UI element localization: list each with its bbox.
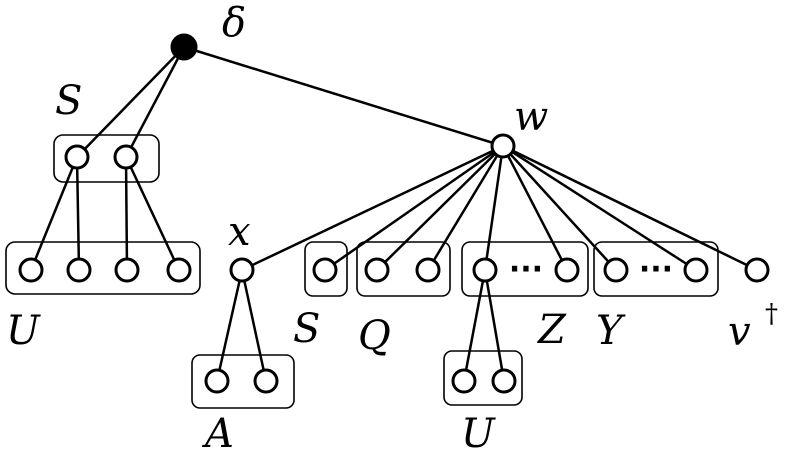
node-v [744,257,770,283]
node-q-2 [415,257,441,283]
label-v-dagger: † [765,299,778,329]
node-u-bottom-1 [451,368,477,394]
group-box-a [191,354,295,409]
group-box-u-bottom [443,350,523,406]
node-a-1 [204,368,230,394]
label-s-top: S [55,78,82,124]
label-delta: δ [222,0,246,46]
group-box-s-top [53,134,160,183]
label-v: v [728,309,751,355]
label-a: A [201,411,234,453]
node-q-1 [364,257,390,283]
node-u-bottom-2 [491,368,517,394]
label-w: w [514,94,548,140]
node-z-1 [472,257,498,283]
label-y: Y [596,308,626,354]
label-q: Q [358,313,391,359]
root-node-delta [170,33,198,61]
edges-s-to-u [29,156,181,271]
node-s-1 [64,144,90,170]
node-s-mid [312,257,338,283]
label-x: x [228,209,251,255]
edges-x-to-a [215,269,268,382]
node-x [229,257,255,283]
label-z: Z [536,307,567,353]
group-box-y [593,241,719,297]
node-s-2 [113,144,139,170]
label-u-bottom: U [461,411,496,453]
edges-to-u-bottom [462,269,506,382]
group-box-q [356,241,451,297]
node-y-2 [683,257,709,283]
ellipsis-y: ··· [639,252,673,287]
node-y-1 [603,257,629,283]
ellipsis-z: ··· [509,252,543,287]
node-u-1 [18,257,44,283]
node-a-2 [253,368,279,394]
node-u-4 [166,257,192,283]
edges-root [76,45,504,158]
group-box-u-left [5,241,201,295]
edges-w [241,144,758,272]
node-z-2 [554,257,580,283]
node-u-3 [114,257,140,283]
node-u-2 [66,257,92,283]
group-box-z [461,241,589,297]
node-w [490,133,516,159]
label-u-left: U [6,308,41,354]
group-box-s-mid [304,241,348,297]
label-s-mid: S [293,306,320,352]
